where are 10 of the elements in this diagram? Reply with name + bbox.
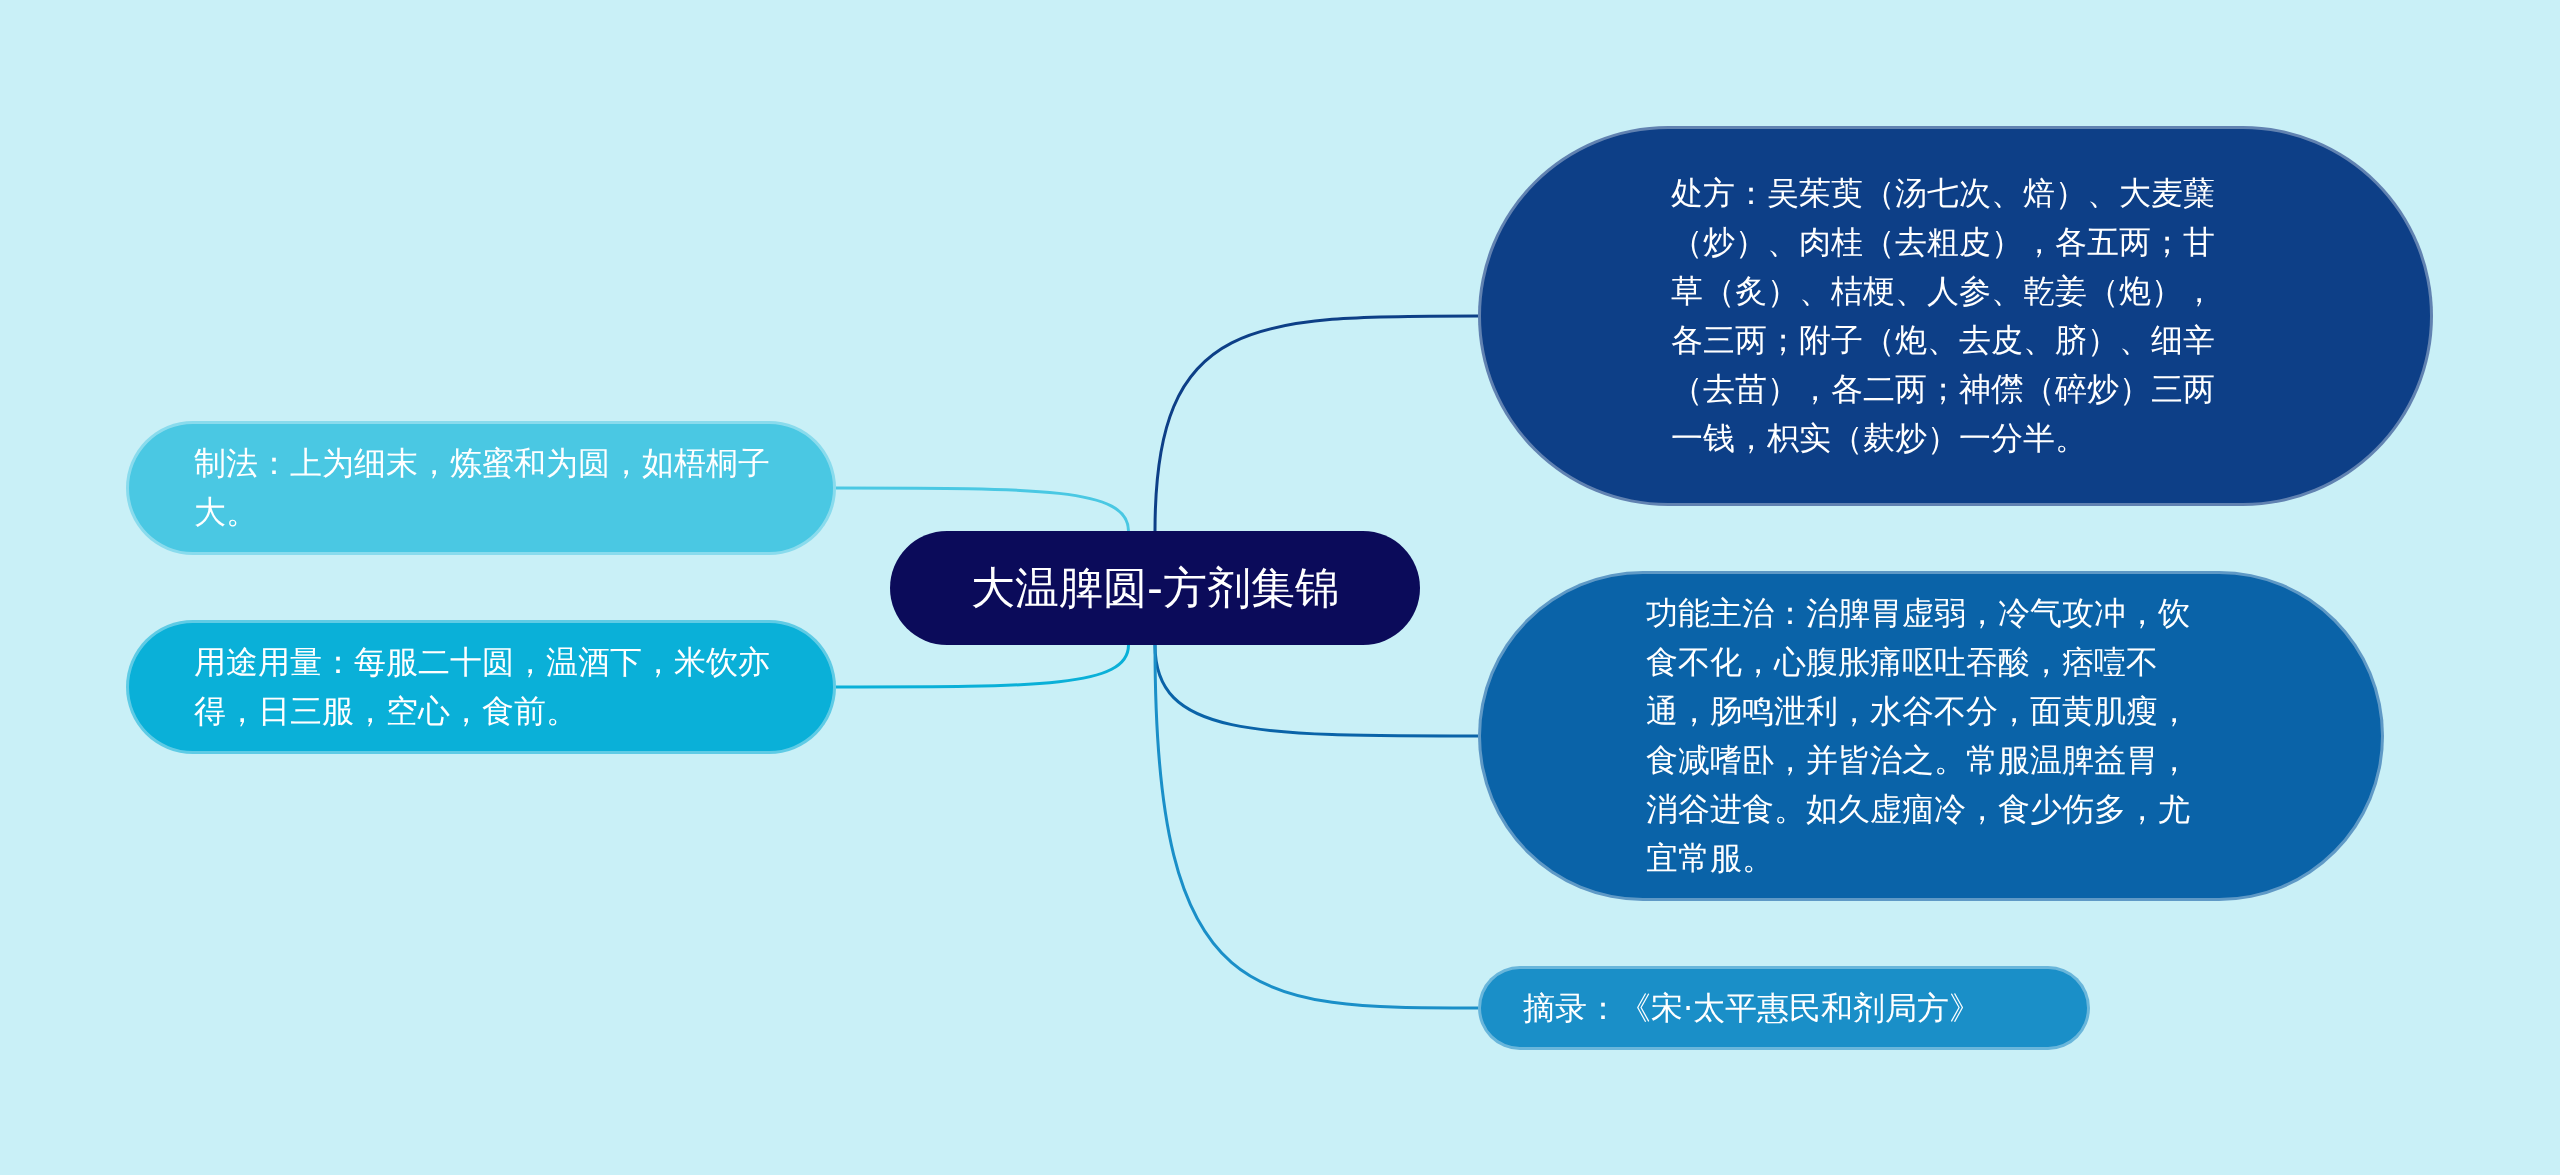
- connector-line: [836, 486, 1130, 532]
- topic-text: 处方：吴茱萸（汤七次、焙）、大麦蘖（炒）、肉桂（去粗皮），各五两；甘草（炙）、桔梗、人参、乾姜（炮），各三两；附子（炮、去皮、脐）、细辛（去苗），各二两；神僸（碎炒）三两一钱，枳实（麸炒）一分半。: [1671, 173, 2216, 459]
- topic-text: 功能主治：治脾胃虚弱，冷气攻冲，饮食不化，心腹胀痛呕吐吞酸，痞噎不通，肠鸣泄利，水谷不分，面黄肌瘦，食减嗜卧，并皆治之。常服温脾益胃，消谷进食。如久虚痼冷，食少伤多，尤宜常服。: [1646, 593, 2191, 879]
- topic-text: 摘录：《宋·太平惠民和剂局方》: [1523, 987, 1983, 1029]
- topic-text: 用途用量：每服二十圆，温酒下，米饮亦得，日三服，空心，食前。: [194, 642, 771, 732]
- topic-title: 大温脾圆-方剂集锦: [970, 561, 1340, 615]
- connector-line: [836, 644, 1130, 689]
- connector-line: [1153, 644, 1478, 1010]
- connector-line: [1153, 314, 1478, 532]
- topic-text: 制法：上为细末，炼蜜和为圆，如梧桐子大。: [194, 443, 771, 533]
